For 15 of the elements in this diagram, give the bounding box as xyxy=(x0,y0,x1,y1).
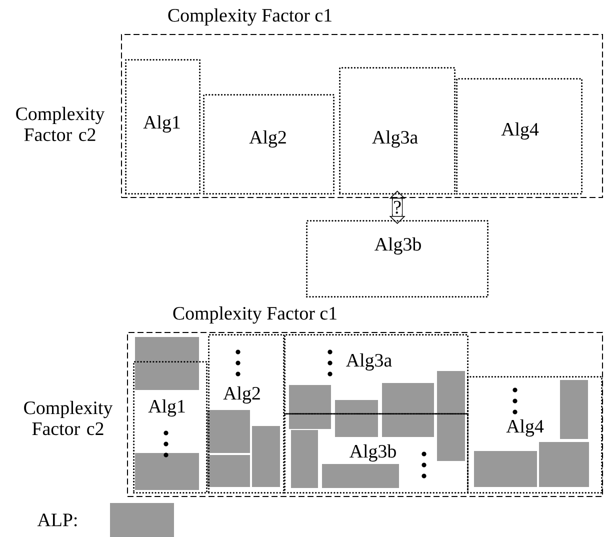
algorithm-box: Alg3b xyxy=(306,220,489,298)
axis-label: Complexity Factor c2 xyxy=(16,106,105,142)
algorithm-box: Alg3a xyxy=(284,334,469,415)
algorithm-box: Alg1 xyxy=(133,361,208,494)
legend-label: ALP: xyxy=(37,514,77,526)
algorithm-box: Alg1 xyxy=(125,59,201,195)
algorithm-box: Alg4 xyxy=(456,78,583,195)
axis-label: Complexity Factor c2 xyxy=(24,400,113,436)
double-arrow xyxy=(389,190,406,224)
algorithm-box: Alg2 xyxy=(208,334,285,494)
algorithm-box: Alg4 xyxy=(467,376,603,494)
edge-label: ? xyxy=(392,200,402,214)
algorithm-box: Alg2 xyxy=(203,94,335,195)
algorithm-box: Alg3b xyxy=(284,413,469,494)
algorithm-box: Alg3a xyxy=(339,67,456,195)
